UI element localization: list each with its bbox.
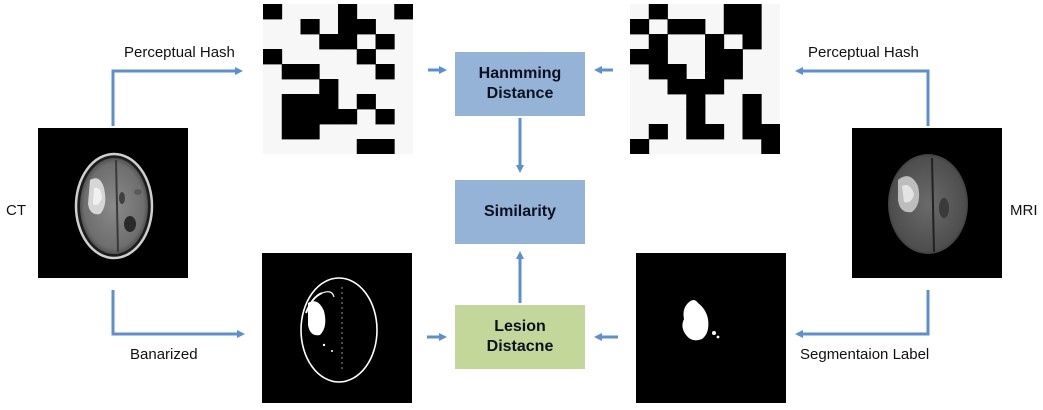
hash-cell bbox=[648, 124, 668, 140]
hash-cell bbox=[338, 19, 358, 35]
arrow-mri-to-segmentation bbox=[795, 290, 930, 338]
binarized-label: Banarized bbox=[130, 346, 198, 363]
hash-cell bbox=[319, 109, 339, 125]
hash-cell bbox=[281, 109, 301, 125]
hash-cell bbox=[263, 49, 283, 65]
hamming-line-1: Hanmming bbox=[478, 65, 562, 82]
hash-cell bbox=[300, 64, 320, 80]
hash-cell bbox=[319, 34, 339, 50]
hash-cell bbox=[356, 139, 376, 154]
lesion-distance-box: Lesion Distacne bbox=[455, 305, 585, 369]
hash-cell bbox=[375, 64, 395, 80]
hash-cell bbox=[686, 94, 706, 110]
hash-cell bbox=[300, 124, 320, 140]
hash-cell bbox=[319, 79, 339, 95]
hash-cell bbox=[686, 124, 706, 140]
hash-cell bbox=[723, 64, 743, 80]
hash-cell bbox=[281, 64, 301, 80]
segmentation-label-text: Segmentaion Label bbox=[800, 346, 930, 363]
hash-cell bbox=[375, 109, 395, 125]
hash-cell bbox=[723, 19, 743, 35]
hash-cell bbox=[338, 4, 358, 20]
hash-grid-right bbox=[630, 4, 780, 154]
hash-cell bbox=[723, 49, 743, 65]
hamming-distance-box: Hanmming Distance bbox=[455, 52, 585, 116]
hash-cell bbox=[705, 34, 725, 50]
hash-cell bbox=[375, 139, 395, 154]
hash-cell bbox=[319, 94, 339, 110]
hash-cell bbox=[742, 109, 762, 125]
hash-cell bbox=[686, 19, 706, 35]
hash-cell bbox=[705, 79, 725, 95]
hash-cell bbox=[705, 49, 725, 65]
arrow-ct-to-hash bbox=[111, 67, 243, 126]
hash-cell bbox=[648, 4, 668, 20]
perceptual-hash-label-right: Perceptual Hash bbox=[808, 44, 919, 61]
arrow-mri-to-hash bbox=[795, 67, 930, 126]
hash-cell bbox=[356, 94, 376, 110]
hash-cell bbox=[742, 124, 762, 140]
hash-cell bbox=[723, 4, 743, 20]
hash-grid-left bbox=[263, 4, 413, 154]
binarized-ct-image bbox=[262, 253, 412, 403]
mri-label: MRI bbox=[1010, 202, 1038, 219]
hash-cell bbox=[648, 49, 668, 65]
hash-cell bbox=[742, 19, 762, 35]
lesion-line-1: Lesion bbox=[494, 318, 546, 335]
hash-cell bbox=[300, 19, 320, 35]
segmentation-label-image bbox=[636, 253, 786, 403]
hamming-line-2: Distance bbox=[486, 85, 554, 102]
hash-cell bbox=[356, 49, 376, 65]
ct-label: CT bbox=[6, 202, 26, 219]
hash-cell bbox=[667, 19, 687, 35]
hash-cell bbox=[705, 124, 725, 140]
hash-cell bbox=[761, 124, 780, 140]
hash-cell bbox=[338, 34, 358, 50]
hash-cell bbox=[667, 64, 687, 80]
perceptual-hash-label-left: Perceptual Hash bbox=[124, 44, 235, 61]
similarity-text: Similarity bbox=[483, 203, 557, 220]
hash-cell bbox=[686, 79, 706, 95]
hash-cell bbox=[630, 139, 650, 154]
hash-cell bbox=[648, 34, 668, 50]
hash-cell bbox=[394, 4, 413, 20]
hash-cell bbox=[742, 4, 762, 20]
mri-scan-image bbox=[852, 128, 1002, 278]
hash-cell bbox=[263, 4, 283, 20]
hash-cell bbox=[630, 49, 650, 65]
hash-cell bbox=[281, 94, 301, 110]
hash-cell bbox=[667, 79, 687, 95]
hash-cell bbox=[338, 109, 358, 125]
hash-cell bbox=[630, 19, 650, 35]
arrow-ct-to-binarized bbox=[111, 290, 245, 338]
similarity-box: Similarity bbox=[455, 180, 585, 244]
hash-cell bbox=[375, 34, 395, 50]
ct-scan-image bbox=[38, 128, 188, 278]
hash-cell bbox=[356, 19, 376, 35]
hash-cell bbox=[300, 109, 320, 125]
hash-cell bbox=[742, 34, 762, 50]
hash-cell bbox=[281, 124, 301, 140]
hash-cell bbox=[686, 109, 706, 125]
hash-cell bbox=[742, 94, 762, 110]
hash-cell bbox=[705, 64, 725, 80]
hash-cell bbox=[761, 139, 780, 154]
hash-cell bbox=[300, 94, 320, 110]
hash-cell bbox=[648, 64, 668, 80]
lesion-line-2: Distacne bbox=[486, 338, 554, 355]
